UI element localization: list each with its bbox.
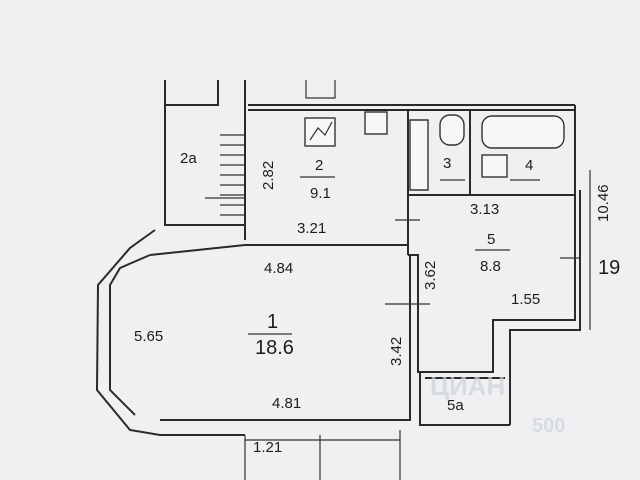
room-2a-label: 2a (180, 150, 197, 167)
fixtures (304, 80, 565, 191)
watermark: ЦИАН 500 (430, 371, 565, 437)
washbasin-icon (481, 154, 508, 178)
dim-3.21: 3.21 (297, 220, 326, 237)
watermark-suffix: 500 (532, 415, 565, 437)
room-labels: 1 18.6 2 9.1 2a 3 4 5 8.8 5a (180, 150, 533, 414)
sink-icon (364, 111, 388, 135)
room-3-label: 3 (443, 155, 451, 172)
dimension-labels: 2.82 3.21 4.84 5.65 4.81 3.42 1.21 3.62 … (134, 161, 620, 456)
room-2-label: 2 (315, 157, 323, 174)
room-5a-label: 5a (447, 397, 464, 414)
dim-1.55: 1.55 (511, 291, 540, 308)
room-5-area: 8.8 (480, 258, 501, 275)
label-lines (205, 176, 580, 335)
dim-4.81: 4.81 (272, 395, 301, 412)
room-1-label: 1 (267, 311, 278, 333)
dim-3.42: 3.42 (388, 337, 405, 366)
dim-3.13: 3.13 (470, 201, 499, 218)
shelf-icon (409, 119, 429, 191)
toilet-icon (439, 114, 465, 146)
room-2-area: 9.1 (310, 185, 331, 202)
dim-3.62: 3.62 (422, 261, 439, 290)
dim-4.84: 4.84 (264, 260, 293, 277)
bathtub-icon (481, 115, 565, 149)
room-5-label: 5 (487, 231, 495, 248)
dim-5.65: 5.65 (134, 328, 163, 345)
room-1-area: 18.6 (255, 337, 294, 359)
dim-2.82: 2.82 (260, 161, 277, 190)
watermark-text: ЦИАН (430, 371, 505, 401)
stove-icon (304, 117, 336, 147)
dim-10.46: 10.46 (595, 184, 612, 222)
unit-number: 19 (598, 257, 620, 279)
stair-hatching (220, 134, 245, 216)
walls (95, 80, 591, 480)
dim-1.21: 1.21 (253, 439, 282, 456)
room-4-label: 4 (525, 157, 533, 174)
